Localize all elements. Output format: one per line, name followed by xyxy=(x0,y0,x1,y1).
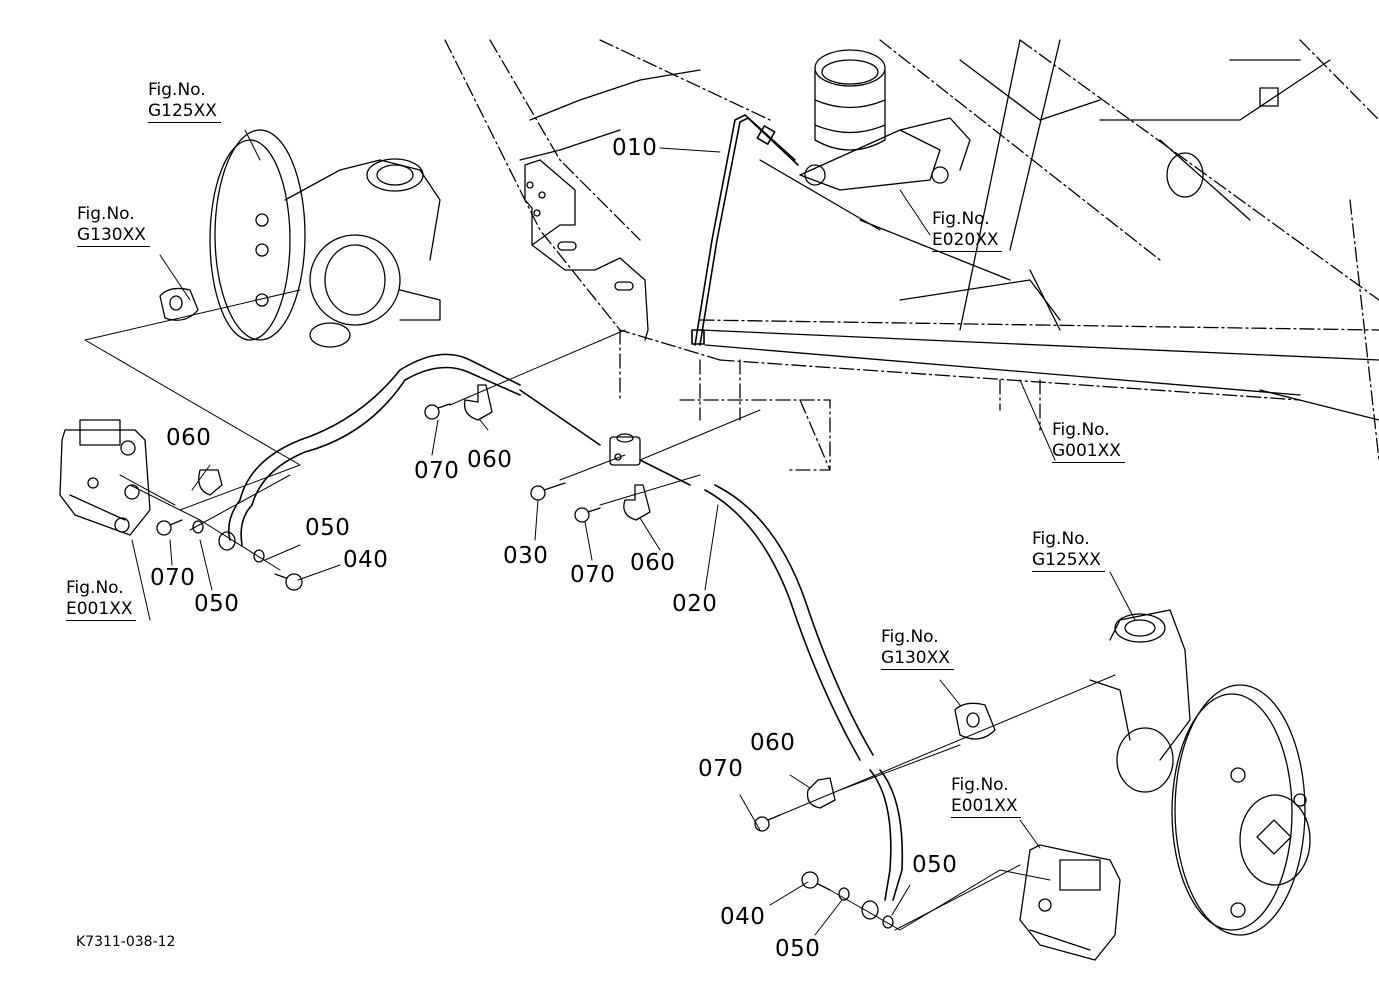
part-label-010: 010 xyxy=(612,135,658,161)
figure-ref-prefix: Fig.No. xyxy=(66,578,124,598)
part-label-050: 050 xyxy=(305,515,351,541)
figure-ref-code: G001XX xyxy=(1052,441,1125,463)
part-label-070: 070 xyxy=(570,562,616,588)
part-label-050: 050 xyxy=(912,852,958,878)
document-id: K7311-038-12 xyxy=(76,934,176,950)
master-cylinder xyxy=(759,49,971,231)
figure-ref-g130-left: Fig.No. G130XX xyxy=(77,204,150,247)
figure-ref-code: E001XX xyxy=(66,599,137,621)
part-label-070: 070 xyxy=(414,458,460,484)
mount-bracket xyxy=(524,159,649,341)
figure-ref-prefix: Fig.No. xyxy=(1032,529,1090,549)
figure-ref-code: E001XX xyxy=(951,796,1022,818)
figure-ref-g125-right: Fig.No. G125XX xyxy=(1032,529,1105,572)
clamps xyxy=(198,384,836,809)
left-caliper xyxy=(59,419,151,536)
part-label-050: 050 xyxy=(194,591,240,617)
figure-ref-prefix: Fig.No. xyxy=(932,209,990,229)
figure-ref-g130-right: Fig.No. G130XX xyxy=(881,627,954,670)
right-hub-assembly xyxy=(954,609,1311,936)
figure-ref-g125-left: Fig.No. G125XX xyxy=(148,80,221,123)
figure-ref-e020: Fig.No. E020XX xyxy=(932,209,1003,252)
figure-ref-code: G125XX xyxy=(1032,550,1105,572)
part-label-040: 040 xyxy=(720,904,766,930)
figure-ref-prefix: Fig.No. xyxy=(881,627,939,647)
part-label-060: 060 xyxy=(750,730,796,756)
chassis-frame xyxy=(444,39,1379,471)
figure-ref-prefix: Fig.No. xyxy=(1052,420,1110,440)
leader-lines xyxy=(84,129,1136,936)
right-caliper xyxy=(1019,844,1121,961)
brake-tee-joint xyxy=(609,433,641,466)
part-label-070: 070 xyxy=(150,565,196,591)
chassis-solid xyxy=(519,39,1379,421)
figure-ref-code: E020XX xyxy=(932,230,1003,252)
part-label-060: 060 xyxy=(166,425,212,451)
figure-ref-prefix: Fig.No. xyxy=(77,204,135,224)
washers xyxy=(192,520,894,929)
part-label-070: 070 xyxy=(698,756,744,782)
part-label-030: 030 xyxy=(503,543,549,569)
figure-ref-prefix: Fig.No. xyxy=(951,775,1009,795)
part-label-050: 050 xyxy=(775,936,821,962)
bolts xyxy=(156,403,831,891)
figure-ref-code: G125XX xyxy=(148,101,221,123)
brake-hoses xyxy=(227,353,904,901)
figure-ref-prefix: Fig.No. xyxy=(148,80,206,100)
figure-ref-code: G130XX xyxy=(881,648,954,670)
part-label-060: 060 xyxy=(630,550,676,576)
brake-pipe-010 xyxy=(691,114,799,346)
figure-ref-g001: Fig.No. G001XX xyxy=(1052,420,1125,463)
figure-ref-e001-left: Fig.No. E001XX xyxy=(66,578,137,621)
part-label-040: 040 xyxy=(343,547,389,573)
figure-ref-code: G130XX xyxy=(77,225,150,247)
figure-ref-e001-right: Fig.No. E001XX xyxy=(951,775,1022,818)
left-hub-assembly xyxy=(159,129,441,348)
part-label-060: 060 xyxy=(467,447,513,473)
part-label-020: 020 xyxy=(672,591,718,617)
